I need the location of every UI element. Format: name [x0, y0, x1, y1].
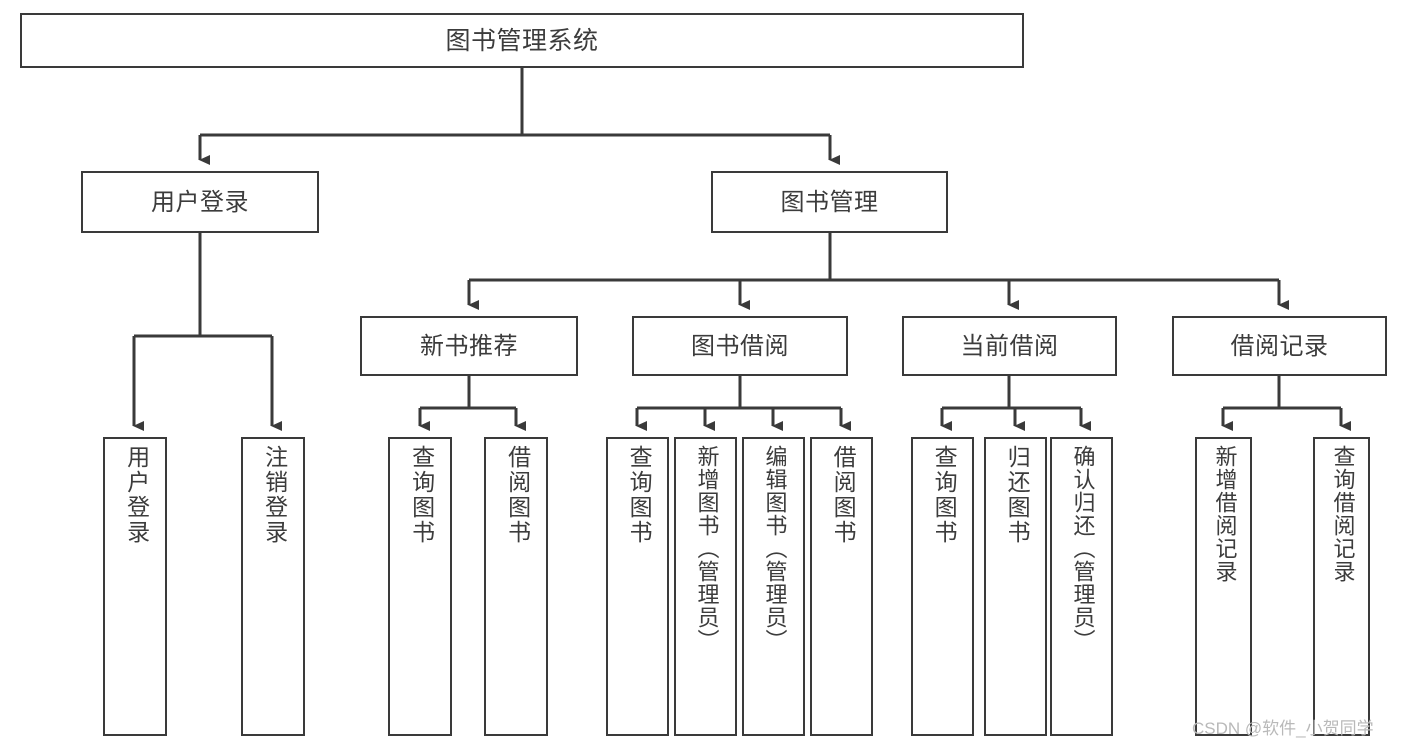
node-borrow-record[interactable]: 借阅记录 — [1172, 316, 1387, 376]
leaf-node-return-book[interactable]: 归还图书 — [984, 437, 1047, 736]
leaf-node-query-borrow-record[interactable]: 查询借阅记录 — [1313, 437, 1370, 736]
node-label: 图书管理系统 — [445, 25, 599, 55]
node-label: 注销登录 — [260, 445, 287, 545]
leaf-node-add-book[interactable]: 新增图书（管理员） — [674, 437, 737, 736]
node-label: 查询借阅记录 — [1329, 445, 1355, 583]
leaf-node-add-borrow-record[interactable]: 新增借阅记录 — [1195, 437, 1252, 736]
leaf-node-logout[interactable]: 注销登录 — [241, 437, 305, 736]
leaf-node-query-book-recommend[interactable]: 查询图书 — [388, 437, 452, 736]
node-book-borrow[interactable]: 图书借阅 — [632, 316, 848, 376]
node-label: 新书推荐 — [420, 331, 518, 360]
node-label: 当前借阅 — [960, 331, 1059, 360]
node-label: 借阅图书 — [503, 445, 530, 545]
node-label: 借阅记录 — [1230, 331, 1329, 360]
node-label: 编辑图书（管理员） — [761, 445, 787, 652]
node-new-book-recommend[interactable]: 新书推荐 — [360, 316, 578, 376]
node-root-system[interactable]: 图书管理系统 — [20, 13, 1024, 68]
node-book-management[interactable]: 图书管理 — [711, 171, 948, 233]
leaf-node-borrow-book[interactable]: 借阅图书 — [810, 437, 873, 736]
leaf-node-confirm-return[interactable]: 确认归还（管理员） — [1050, 437, 1113, 736]
leaf-node-query-book-borrow[interactable]: 查询图书 — [606, 437, 669, 736]
leaf-node-query-book-current[interactable]: 查询图书 — [911, 437, 974, 736]
csdn-watermark: CSDN @软件_小贺同学 — [1192, 719, 1374, 738]
node-label: 查询图书 — [625, 445, 652, 545]
node-label: 查询图书 — [930, 445, 957, 545]
node-label: 新增借阅记录 — [1211, 445, 1237, 583]
leaf-node-edit-book[interactable]: 编辑图书（管理员） — [742, 437, 805, 736]
node-label: 借阅图书 — [829, 445, 856, 545]
node-label: 确认归还（管理员） — [1069, 445, 1095, 652]
node-label: 用户登录 — [122, 445, 149, 545]
node-label: 归还图书 — [1003, 445, 1030, 545]
node-label: 用户登录 — [151, 187, 249, 216]
leaf-node-user-login[interactable]: 用户登录 — [103, 437, 167, 736]
node-label: 新增图书（管理员） — [693, 445, 719, 652]
node-user-login[interactable]: 用户登录 — [81, 171, 319, 233]
node-current-borrow[interactable]: 当前借阅 — [902, 316, 1117, 376]
node-label: 图书管理 — [780, 187, 879, 216]
node-label: 查询图书 — [407, 445, 434, 545]
leaf-node-borrow-book-recommend[interactable]: 借阅图书 — [484, 437, 548, 736]
node-label: 图书借阅 — [691, 331, 789, 360]
